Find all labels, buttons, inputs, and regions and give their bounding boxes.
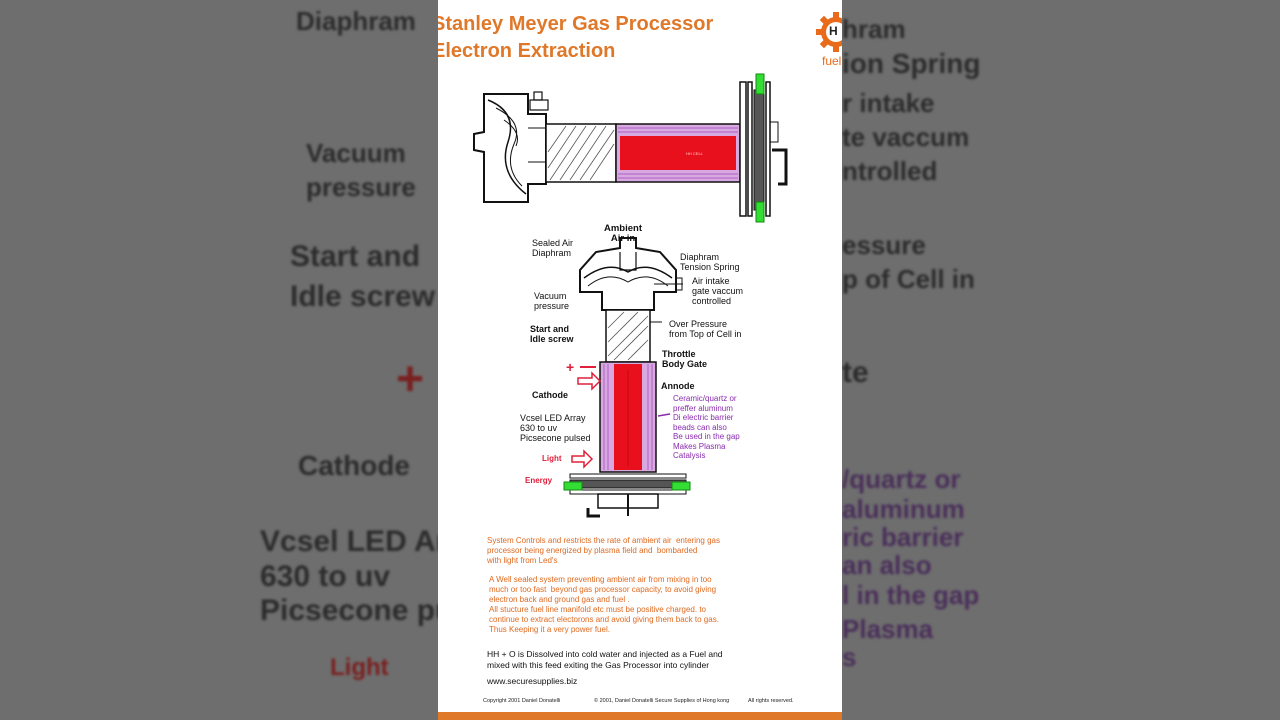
bg-text: Cathode	[298, 450, 410, 481]
background-left-panel: Diaphram Vacuum pressure Start and Idle …	[0, 0, 438, 720]
gear-logo-icon	[816, 12, 842, 52]
bg-text: r intake	[842, 88, 935, 118]
label-ambient-air: Ambient Air in	[604, 223, 642, 244]
logo-text: fuel	[822, 54, 842, 68]
bg-text: /quartz or	[842, 464, 961, 494]
bg-text: Picsecone pu	[260, 594, 438, 627]
document-page: Stanley Meyer Gas Processor Electron Ext…	[438, 0, 842, 720]
bg-text: aluminum	[842, 494, 965, 524]
page-title-line2: Electron Extraction	[438, 40, 616, 62]
bg-text: l in the gap	[842, 580, 980, 610]
bg-text: Diaphram	[296, 6, 416, 36]
bg-text: s	[842, 642, 857, 672]
bg-text: an also	[842, 550, 932, 580]
label-light: Light	[542, 454, 562, 463]
page-title-line1: Stanley Meyer Gas Processor	[438, 13, 714, 35]
bottom-accent-bar	[438, 712, 842, 720]
bg-text: Plasma	[842, 614, 934, 644]
label-throttle-body-gate: Throttle Body Gate	[662, 349, 708, 369]
note-hho: HH + O is Dissolved into cold water and …	[487, 649, 723, 670]
bg-text: pressure	[306, 172, 416, 202]
bg-text: Idle screw	[290, 280, 436, 313]
bg-text: te vaccum	[842, 122, 970, 152]
cell-label: HH CELL	[686, 151, 704, 156]
bg-plus-icon: +	[396, 353, 425, 406]
label-ceramic-barrier: Ceramic/quartz or preffer aluminum Di el…	[673, 394, 740, 460]
label-air-intake: Air intake gate vaccum controlled	[692, 276, 744, 306]
label-sealed-air-diaphram: Sealed Air Diaphram	[532, 238, 574, 258]
logo-letter: H	[829, 24, 838, 38]
note-system-controls: System Controls and restricts the rate o…	[487, 536, 720, 565]
horizontal-cell-diagram: HH CELL	[473, 73, 788, 223]
label-over-pressure: Over Pressure from Top of Cell in	[669, 319, 742, 339]
vertical-cell-diagram: +	[563, 237, 691, 518]
bg-text: Light	[330, 654, 389, 681]
bg-text: te	[842, 356, 869, 389]
footer-rights: All rights reserved.	[748, 698, 794, 704]
bg-text: ion Spring	[842, 48, 981, 79]
label-diaphram-tension-spring: Diaphram Tension Spring	[680, 252, 740, 272]
note-well-sealed: A Well sealed system preventing ambient …	[489, 575, 719, 634]
bg-text: ntrolled	[842, 156, 938, 186]
background-right-panel: hram ion Spring r intake te vaccum ntrol…	[842, 0, 1280, 720]
label-cathode: Cathode	[532, 390, 568, 400]
footer-copyright-middle: © 2001, Daniel Donatelli Secure Supplies…	[594, 698, 730, 704]
label-vacuum-pressure: Vacuum pressure	[534, 291, 570, 311]
label-start-idle-screw: Start and Idle screw	[530, 324, 574, 344]
label-energy: Energy	[525, 476, 553, 485]
cathode-arrow-icon	[577, 371, 602, 391]
bg-text: Start and	[290, 240, 421, 273]
website-link[interactable]: www.securesupplies.biz	[487, 676, 578, 686]
label-vcsel-led-array: Vcsel LED Array 630 to uv Picsecone puls…	[520, 413, 591, 443]
bg-text: Vacuum	[306, 138, 406, 168]
bg-text: essure	[842, 230, 926, 260]
bg-text: 630 to uv	[260, 560, 391, 593]
svg-text:+: +	[566, 359, 574, 375]
bg-text: p of Cell in	[842, 264, 975, 294]
bg-text: ric barrier	[842, 522, 964, 552]
bg-text: Vcsel LED Ar	[260, 525, 438, 558]
light-arrow-icon	[571, 449, 594, 469]
bg-text: hram	[842, 14, 906, 44]
footer-copyright-left: Copyright 2001 Daniel Donatelli	[483, 698, 561, 704]
label-annode: Annode	[661, 381, 695, 391]
